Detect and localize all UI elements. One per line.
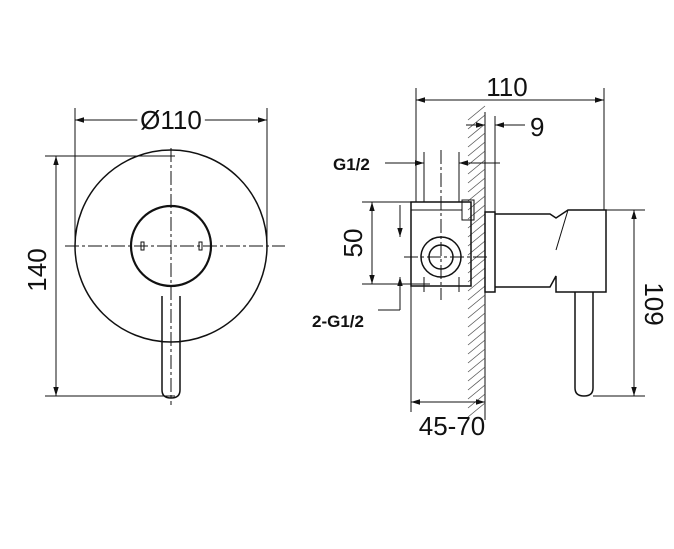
wall-hatch-line: [467, 294, 486, 310]
wall-hatch-line: [467, 366, 486, 382]
wall-hatch-line: [467, 402, 486, 418]
wall-hatch-line: [467, 141, 486, 157]
wall-hatch-line: [467, 123, 486, 139]
wall-hatch-line: [467, 330, 486, 346]
side-view: 110 9 G1/2 50 2-G1/2 109 45-70: [312, 72, 669, 441]
plate-label: 9: [530, 112, 544, 142]
indicator-mark-left: [140, 241, 145, 251]
inlet-label: G1/2: [333, 155, 370, 174]
wall-hatch-line: [467, 312, 486, 328]
front-view: Ø110 140: [22, 101, 285, 405]
side-lever: [574, 292, 594, 397]
wall-hatch-line: [467, 177, 486, 193]
wall-hatch-line: [467, 186, 486, 202]
wall-hatch-line: [467, 384, 486, 400]
wall-hatch-line: [467, 321, 486, 337]
height-label: 140: [22, 248, 52, 291]
handle-body-edge: [555, 209, 569, 251]
handle-hub-circle: [129, 204, 213, 288]
spacing-label: 50: [338, 229, 368, 258]
indicator-mark-right: [198, 241, 203, 251]
wall-hatch-line: [467, 132, 486, 148]
wall-hatch-line: [467, 375, 486, 391]
depth-label: 110: [486, 72, 527, 102]
wall-hatch-line: [467, 159, 486, 175]
side-cover-plate: [484, 211, 496, 293]
wall-hatch-line: [467, 348, 486, 364]
handle-body: [495, 209, 607, 293]
wall-hatch-line: [467, 105, 486, 121]
wall-hatch-line: [467, 393, 486, 409]
wall-hatch-line: [467, 339, 486, 355]
wall-hatch-line: [467, 357, 486, 373]
body-height-label: 109: [639, 282, 669, 325]
wall-hatch-line: [467, 114, 486, 130]
wall-hatch-line: [467, 303, 486, 319]
diameter-label: Ø110: [140, 105, 202, 135]
wall-hatch-line: [467, 168, 486, 184]
wall-hatch-line: [467, 285, 486, 301]
outlets-label: 2-G1/2: [312, 312, 364, 331]
install-depth-label: 45-70: [419, 411, 486, 441]
lever-handle: [161, 296, 181, 399]
wall-hatch-line: [467, 276, 486, 292]
valve-cap: [461, 199, 475, 221]
